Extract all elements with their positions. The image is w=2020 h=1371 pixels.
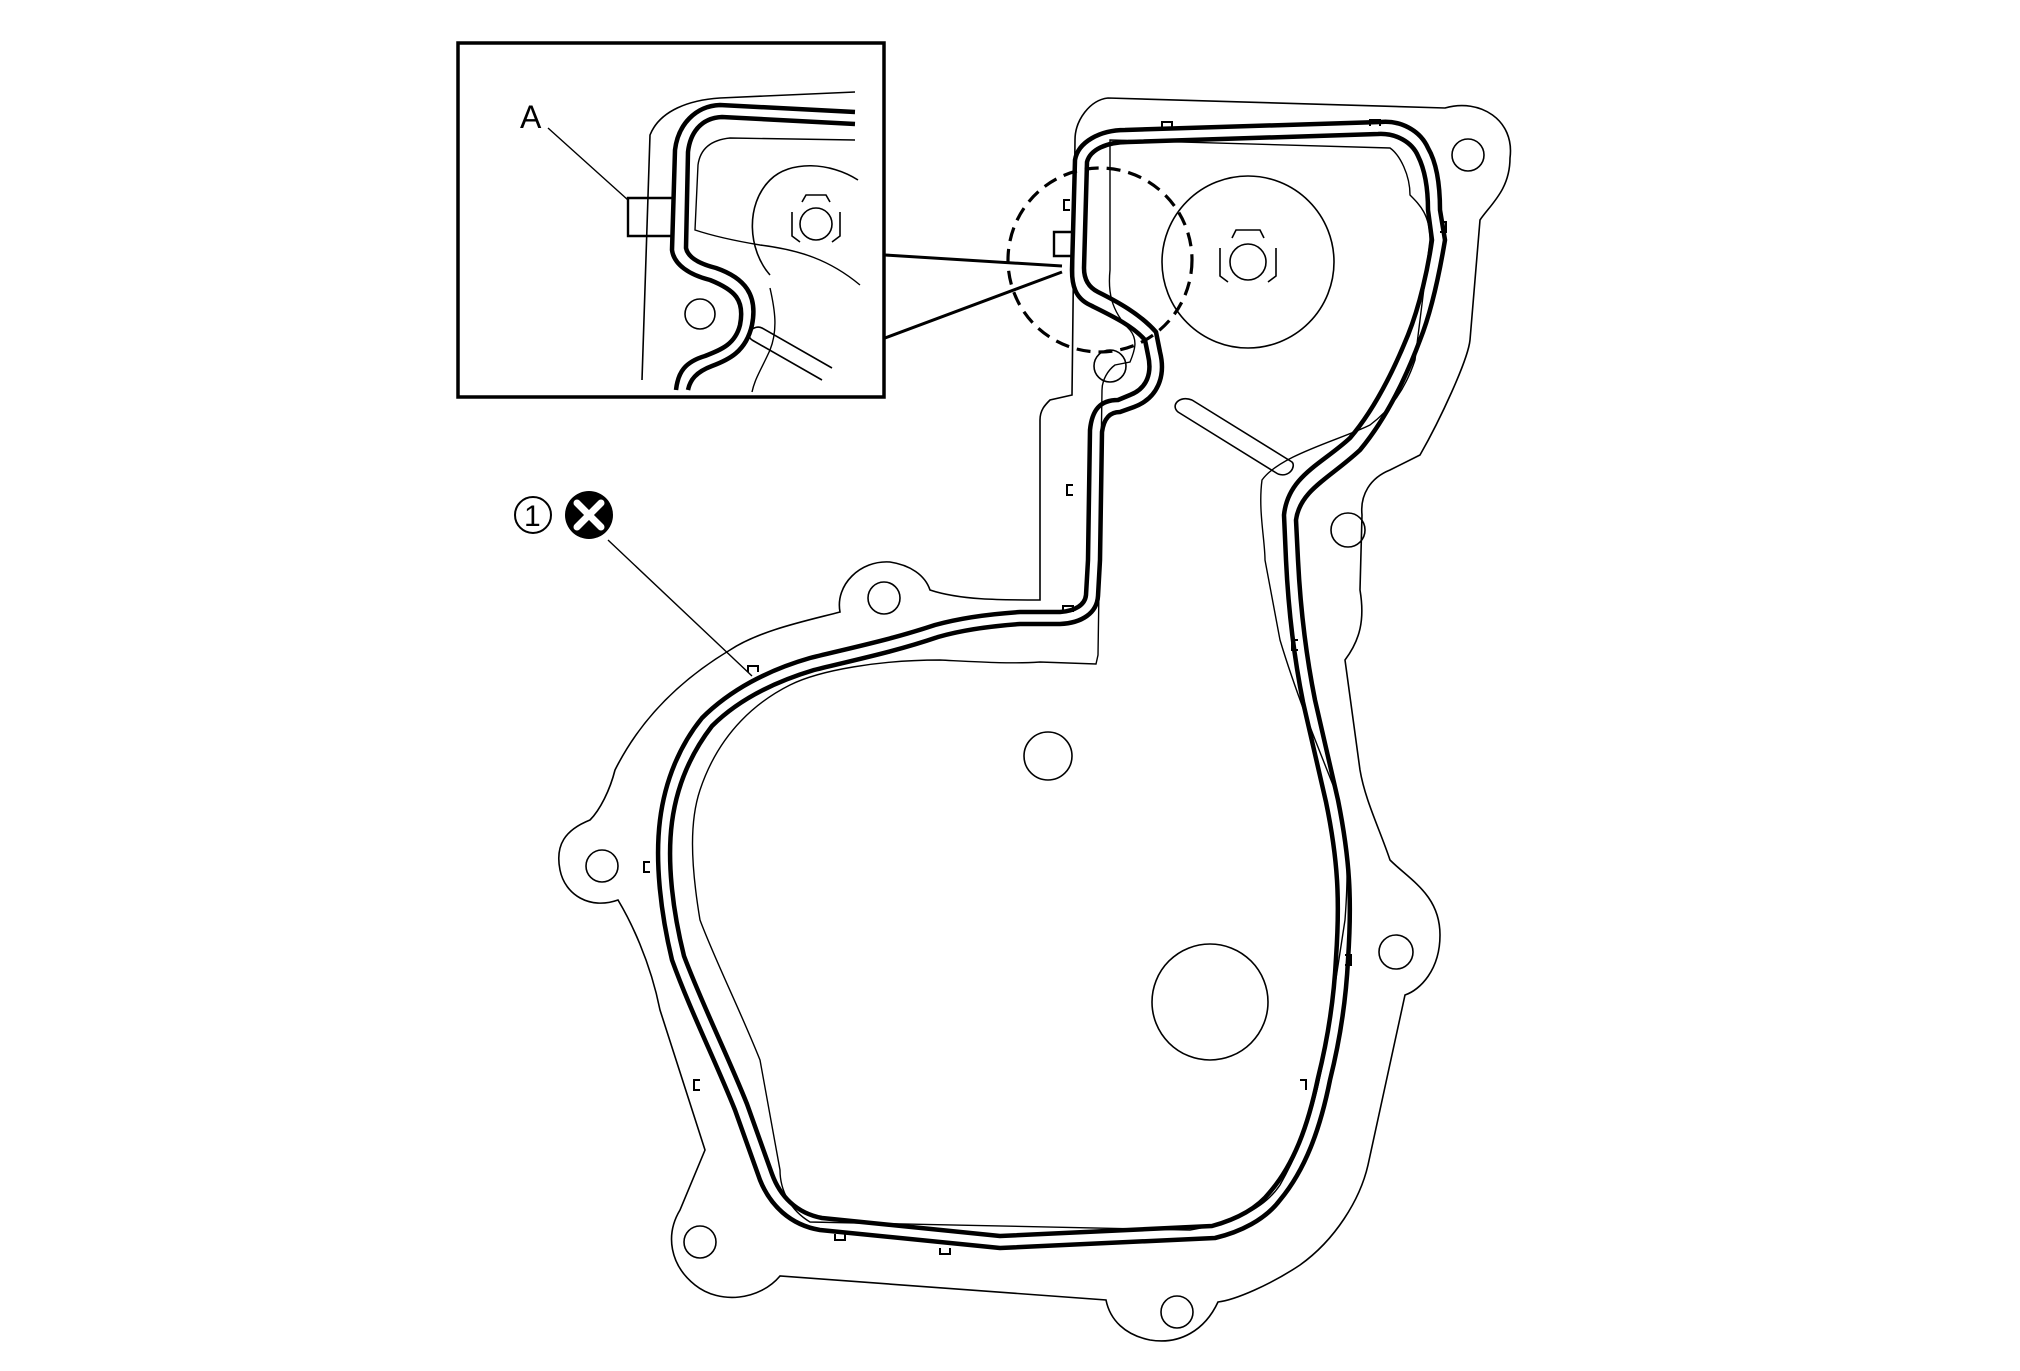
cam-center	[1229, 243, 1267, 281]
part-number-label: 1	[524, 500, 541, 533]
tab-a-leader	[547, 127, 629, 201]
gasket-inner-line	[667, 131, 1435, 1239]
bolt-hole-bottom-left	[683, 1225, 717, 1259]
cover-outer-contour	[558, 97, 1512, 1342]
cam-boss	[1161, 175, 1335, 349]
bolt-hole-top-right	[1451, 138, 1485, 172]
inset-cam-center	[799, 207, 833, 241]
bolt-holes	[585, 138, 1485, 1329]
bolt-hole-top-left	[867, 581, 901, 615]
gasket-outer-line	[655, 119, 1448, 1251]
do-not-reuse-x-icon	[565, 491, 613, 539]
inset-lower-contour	[751, 287, 776, 393]
bolt-hole-right-lower	[1378, 934, 1414, 970]
tab-a-label: A	[520, 99, 542, 135]
inset-cover-inner	[694, 137, 861, 286]
gasket-tabs	[643, 119, 1447, 1255]
inset-cover-edge	[641, 91, 856, 381]
detail-leader-lines	[884, 253, 1063, 340]
part-callout: 1	[514, 491, 753, 677]
small-port	[1023, 731, 1073, 781]
inset-gasket-inner	[683, 114, 856, 391]
detail-circle	[1006, 166, 1194, 354]
detail-inset: A	[456, 41, 886, 399]
large-port	[1151, 943, 1269, 1061]
inset-gasket-outer	[669, 102, 856, 391]
dowel-pin	[1174, 397, 1294, 476]
cover-inner-contour	[691, 139, 1431, 1231]
detail-tab-in-circle	[1052, 230, 1072, 258]
inset-cam-keyway	[791, 194, 841, 243]
bolt-hole-upper	[1093, 349, 1127, 383]
cam-keyway	[1219, 229, 1277, 283]
tab-a	[626, 196, 672, 238]
bolt-hole-bottom-right	[1160, 1295, 1194, 1329]
circled-number-icon	[514, 496, 552, 534]
bolt-hole-left	[585, 849, 619, 883]
internal-features	[1023, 175, 1335, 1061]
bolt-hole-right-upper	[1330, 512, 1366, 548]
inset-cam-boss	[751, 165, 859, 276]
inset-bolt-hole	[684, 298, 716, 330]
part-leader-line	[607, 539, 753, 677]
gasket	[643, 119, 1448, 1255]
